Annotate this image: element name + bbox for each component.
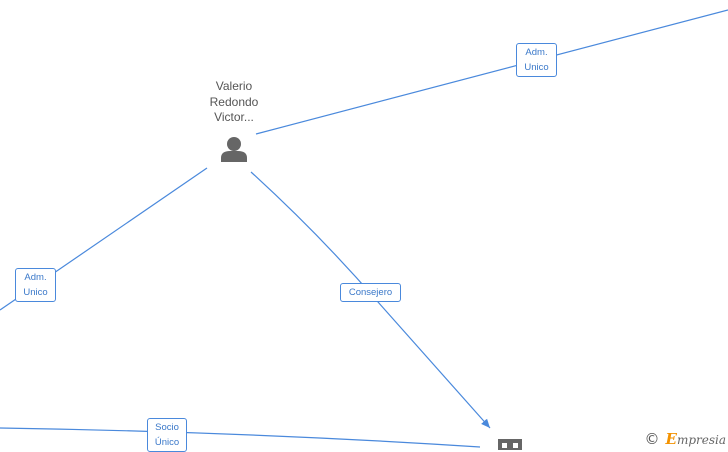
brand-logo-initial: E xyxy=(665,430,677,448)
edge-label-top-right[interactable]: Adm. Unico xyxy=(516,43,557,77)
person-name[interactable]: Valerio Redondo Victor... xyxy=(190,79,278,126)
edge-label-line: Adm. xyxy=(525,47,548,58)
person-name-line: Valerio xyxy=(215,79,253,93)
edge-label-line: Adm. xyxy=(24,272,47,283)
edge-label-line: Unico xyxy=(524,62,549,73)
edge-label-consejero[interactable]: Consejero xyxy=(340,283,401,302)
edge-label-line: Unico xyxy=(23,287,48,298)
building-icon[interactable] xyxy=(498,439,522,450)
person-name-line: Redondo xyxy=(209,94,259,109)
edge-label-line: Único xyxy=(154,437,180,448)
watermark: © Empresia xyxy=(645,430,727,448)
edge-label-bottom[interactable]: Socio Único xyxy=(147,418,187,452)
edge-label-line: Consejero xyxy=(348,287,393,298)
copyright-icon: © xyxy=(644,430,660,448)
edge-line-top-right[interactable] xyxy=(255,9,728,135)
brand-logo: Empresia xyxy=(666,430,727,448)
edge-label-line: Socio xyxy=(155,422,179,433)
brand-logo-rest: mpresia xyxy=(676,433,726,447)
person-name-line: Victor... xyxy=(214,110,254,124)
edge-label-left[interactable]: Adm. Unico xyxy=(15,268,56,302)
person-icon[interactable] xyxy=(221,137,247,162)
edge-line-bottom[interactable] xyxy=(0,427,481,448)
